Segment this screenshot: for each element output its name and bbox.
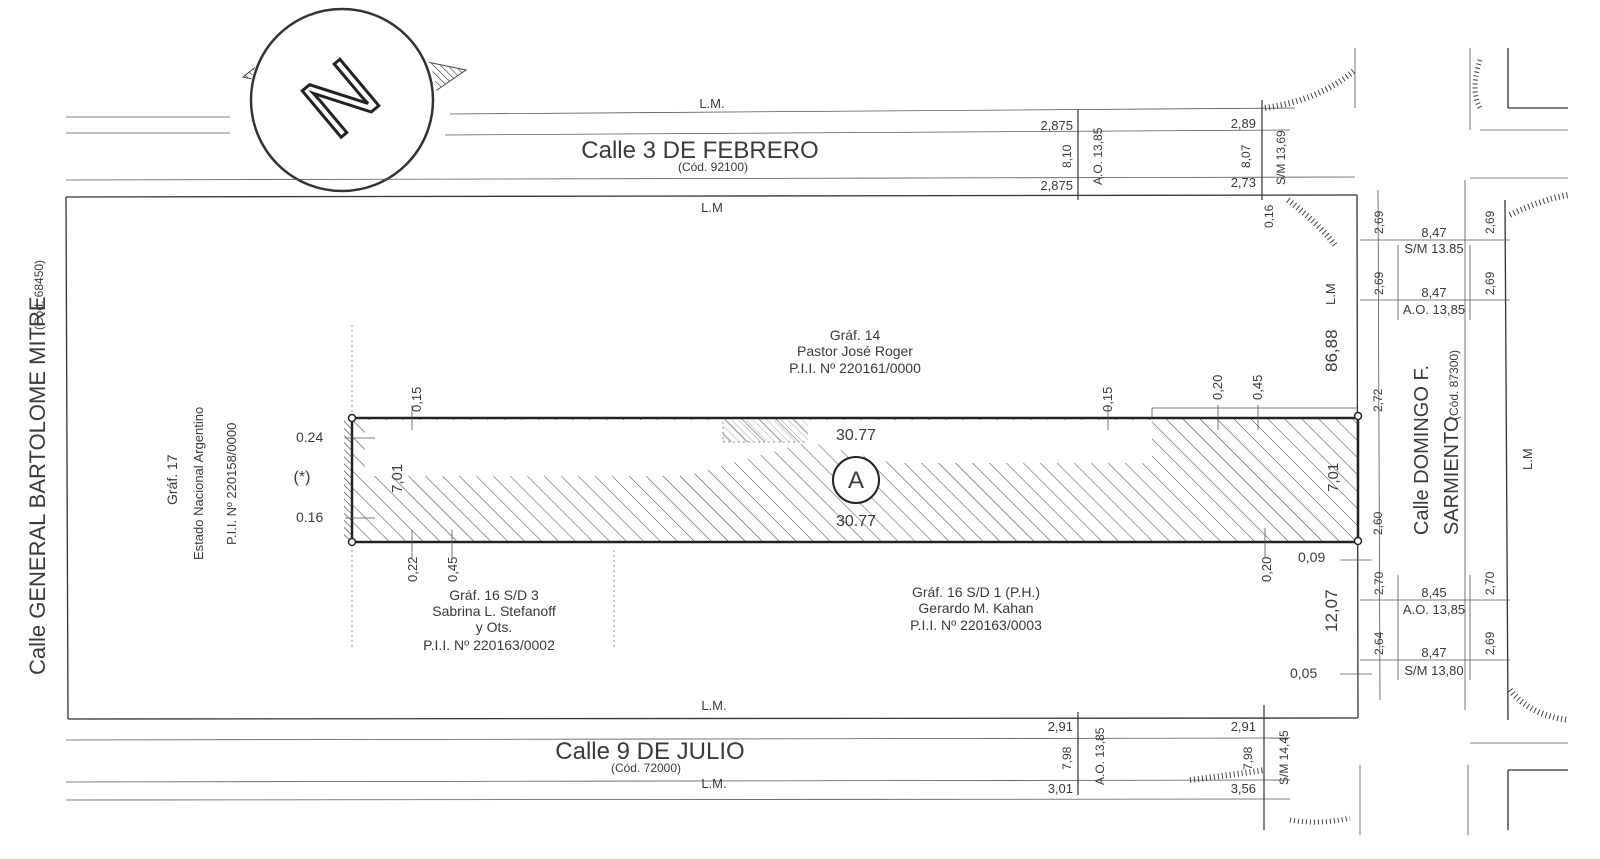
labels-graf17: Gráf. 17: [164, 454, 180, 505]
dim-bot-3-01: 3,01: [1048, 781, 1073, 796]
dim-r3-ao: A.O. 13,85: [1403, 602, 1465, 617]
labels-graf16sd1: Gráf. 16 S/D 1 (P.H.): [912, 584, 1040, 600]
street-sarmiento-code: (Cód. 87300): [1447, 350, 1461, 420]
dim-12-07: 12,07: [1322, 589, 1341, 632]
street-mitre: Calle GENERAL BARTOLOME MITRE: [25, 296, 50, 675]
graf-14-label: Gráf. 14 Pastor José Roger P.I.I. Nº 220…: [789, 327, 921, 376]
dim-top-2-875a: 2,875: [1040, 118, 1073, 133]
labels-graf14-pii: P.I.I. Nº 220161/0000: [789, 360, 921, 376]
dim-0-09: 0,09: [1298, 549, 1325, 565]
dim-bot-3-56: 3,56: [1231, 781, 1256, 796]
street-9-de-julio: Calle 9 DE JULIO: [555, 738, 744, 765]
label-lm-top2: L.M: [701, 200, 723, 215]
dim-length-top: 30.77: [836, 427, 876, 444]
label-lm-far-right: L.M: [1520, 448, 1535, 470]
lot-dividers: [351, 325, 615, 650]
label-lm-bottom: L.M.: [701, 698, 726, 713]
lot-a: [344, 405, 1372, 675]
dim-0-05: 0,05: [1290, 665, 1317, 681]
dim-bot-7-98a: 7,98: [1060, 746, 1074, 770]
dim-0-20b: 0,20: [1259, 557, 1274, 582]
dim-top-ao: A.O. 13,85: [1091, 127, 1105, 185]
dim-r3-8-45: 8,45: [1421, 585, 1446, 600]
dim-r2-2-69b: 2,69: [1483, 271, 1497, 295]
dim-0-16b: 0,16: [1262, 204, 1276, 228]
labels-graf17-owner: Estado Nacional Argentino: [191, 407, 206, 560]
dim-r2-8-47: 8,47: [1421, 285, 1446, 300]
dim-bot-2-91b: 2,91: [1231, 719, 1256, 734]
dim-r4-sm: S/M 13,80: [1404, 663, 1463, 678]
lot-a-marker: [832, 456, 880, 504]
dim-top-2-875b: 2,875: [1040, 178, 1073, 193]
dim-bot-sm: S/M 14,45: [1277, 730, 1291, 785]
dim-r1-sm: S/M 13.85: [1404, 241, 1463, 256]
dim-r1-2-69b: 2,69: [1483, 210, 1497, 234]
dim-top-8-10: 8,10: [1060, 144, 1074, 168]
dim-top-2-73: 2,73: [1231, 175, 1256, 190]
dim-0-16: 0.16: [296, 509, 323, 525]
labels-graf16sd3-owner1: Sabrina L. Stefanoff: [432, 603, 556, 619]
street-sarmiento-1: Calle DOMINGO F.: [1411, 365, 1433, 535]
dim-0-20a: 0,20: [1210, 375, 1225, 400]
dim-0-45a: 0,45: [1250, 375, 1265, 400]
labels-graf16sd3: Gráf. 16 S/D 3: [449, 587, 539, 603]
dim-r4-8-47: 8,47: [1421, 645, 1446, 660]
labels-graf16sd1-pii: P.I.I. Nº 220163/0003: [910, 617, 1042, 633]
street-sarmiento-2: SARMIENTO: [1441, 416, 1463, 535]
lot-a-label: A: [848, 467, 864, 494]
labels-graf17-pii: P.I.I. Nº 220158/0000: [224, 423, 239, 545]
labels-graf16sd3-pii: P.I.I. Nº 220163/0002: [423, 637, 555, 653]
dim-bot-7-98b: 7,98: [1241, 746, 1255, 770]
dim-top-2-89: 2,89: [1231, 116, 1256, 131]
dim-r4-2-64: 2,64: [1372, 631, 1386, 655]
dim-0-22: 0,22: [405, 557, 420, 582]
labels-graf16sd1-owner: Gerardo M. Kahan: [918, 600, 1033, 616]
label-lm-top: L.M.: [699, 96, 724, 111]
dim-bot-2-91a: 2,91: [1048, 719, 1073, 734]
street-3-de-febrero-code: (Cód. 92100): [678, 160, 748, 174]
dim-width-left: 7,01: [389, 464, 406, 493]
dim-r3-2-70b: 2,70: [1483, 571, 1497, 595]
dim-r3-2-70a: 2,70: [1372, 571, 1386, 595]
graf-17-label: Gráf. 17 Estado Nacional Argentino P.I.I…: [164, 407, 239, 560]
graf-16-sd3-label: Gráf. 16 S/D 3 Sabrina L. Stefanoff y Ot…: [423, 587, 556, 653]
street-3-de-febrero: Calle 3 DE FEBRERO: [581, 137, 818, 164]
dim-0-15b: 0,15: [1100, 387, 1115, 412]
dim-top-sm: S/M 13,69: [1274, 130, 1288, 185]
street-9-de-julio-code: (Cód. 72000): [611, 761, 681, 775]
asterisk-label: (*): [294, 469, 311, 486]
label-lm-bottom2: L.M.: [701, 776, 726, 791]
dim-r1-2-69a: 2,69: [1372, 210, 1386, 234]
dim-0-24: 0.24: [296, 429, 323, 445]
labels-graf14: Gráf. 14: [830, 327, 881, 343]
dim-width-right: 7,01: [1325, 463, 1342, 492]
dim-86-88: 86,88: [1322, 329, 1341, 372]
dim-length-bottom: 30.77: [836, 513, 876, 530]
dimension-lines: [1077, 100, 1510, 830]
dim-r2-2-69a: 2,69: [1372, 271, 1386, 295]
dim-0-15a: 0,15: [409, 387, 424, 412]
labels-graf14-owner: Pastor José Roger: [797, 343, 913, 359]
labels-graf16sd3-owner2: y Ots.: [476, 619, 513, 635]
north-arrow: N: [241, 6, 468, 194]
dim-0-45b: 0,45: [445, 557, 460, 582]
dim-2-72: 2,72: [1371, 388, 1385, 412]
label-lm-right: L.M: [1323, 283, 1338, 305]
dim-r4-2-69: 2,69: [1483, 631, 1497, 655]
dim-bot-ao: A.O. 13,85: [1093, 727, 1107, 785]
dim-top-8-07: 8,07: [1239, 144, 1253, 168]
dim-r1-8-47: 8,47: [1421, 225, 1446, 240]
graf-16-sd1-label: Gráf. 16 S/D 1 (P.H.) Gerardo M. Kahan P…: [910, 584, 1042, 633]
street-lines: [65, 48, 1569, 835]
dim-r2-ao: A.O. 13,85: [1403, 302, 1465, 317]
dim-2-60: 2,60: [1371, 511, 1385, 535]
street-mitre-code: (Cód. 68450): [32, 260, 46, 330]
